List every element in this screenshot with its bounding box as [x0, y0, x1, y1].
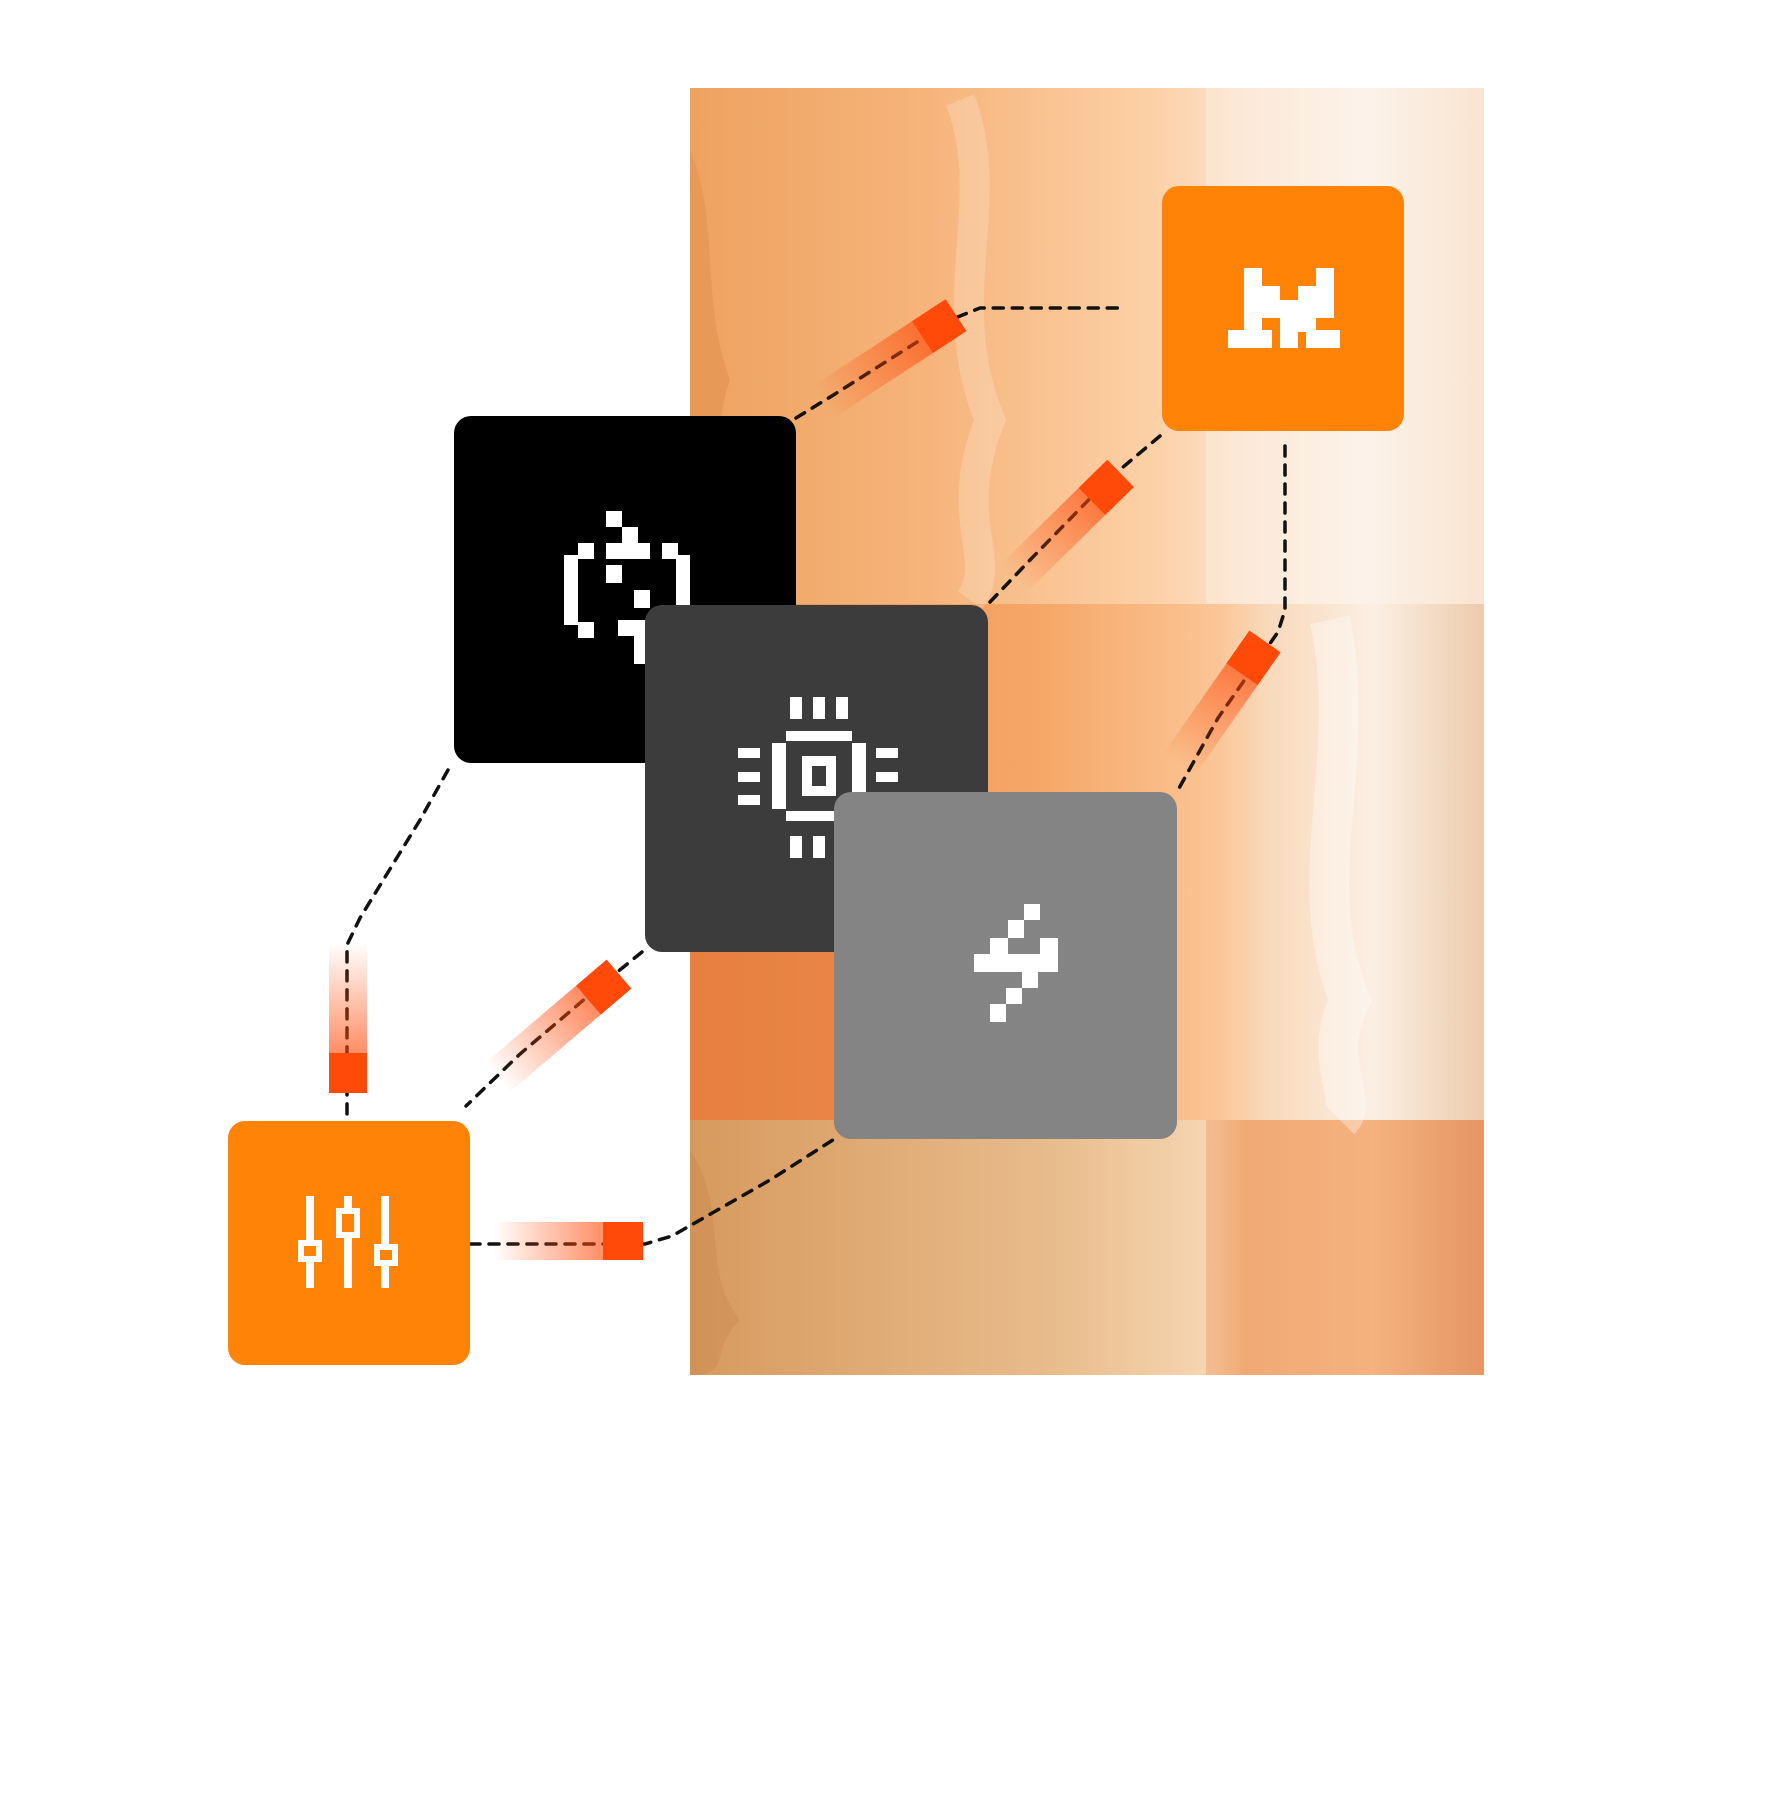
pulse-marker-1: [811, 299, 967, 419]
pulse-head: [1078, 459, 1134, 516]
pulse-marker-6: [493, 1222, 643, 1260]
pixel-logo-icon: [1228, 268, 1340, 348]
node-power: [834, 792, 1177, 1139]
sliders-icon: [298, 1196, 398, 1288]
texture-streak: [945, 94, 1007, 609]
pulse-marker-5: [484, 959, 632, 1093]
pulse-marker-3: [1163, 630, 1281, 776]
pulse-marker-2: [1000, 459, 1134, 593]
pulse-head: [1226, 630, 1281, 686]
pulse-head: [912, 299, 967, 353]
texture-warm-cell: [1206, 1120, 1484, 1375]
pulse-marker-4: [329, 943, 367, 1093]
pulse-head: [576, 959, 632, 1015]
texture-stain-bottom: [690, 1150, 740, 1375]
texture-streak-light: [1309, 615, 1372, 1135]
pulse-head: [329, 1053, 367, 1093]
node-controls: [228, 1121, 470, 1365]
lightning-bolt-icon: [974, 904, 1058, 1022]
pulse-head: [603, 1222, 643, 1260]
node-logo: [1162, 186, 1404, 431]
texture-dark-cell: [690, 950, 840, 1120]
connector-line-4: [345, 768, 450, 1122]
